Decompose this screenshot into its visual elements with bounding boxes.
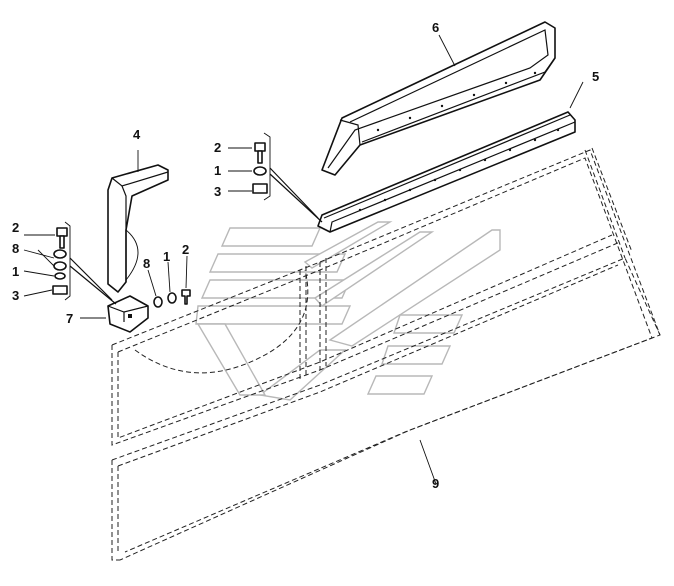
part-7-clip bbox=[107, 295, 149, 333]
callout-1-left: 1 bbox=[12, 264, 19, 279]
callout-8-left: 8 bbox=[12, 241, 19, 256]
hardware-row-middle bbox=[153, 289, 191, 308]
part-5-holes bbox=[358, 128, 560, 212]
leader-lines bbox=[23, 34, 584, 485]
callout-labels: 6 5 4 2 1 3 2 8 1 3 8 1 2 7 9 bbox=[12, 20, 599, 491]
callout-2-upper: 2 bbox=[214, 140, 221, 155]
callout-8-middle: 8 bbox=[143, 256, 150, 271]
callout-2-left: 2 bbox=[12, 220, 19, 235]
hardware-stack-upper bbox=[252, 132, 323, 223]
callout-5: 5 bbox=[592, 69, 599, 84]
callout-3-upper: 3 bbox=[214, 184, 221, 199]
part-9-frame bbox=[111, 147, 661, 561]
callout-7: 7 bbox=[66, 311, 73, 326]
hardware-stack-left bbox=[52, 221, 117, 305]
callout-1-upper: 1 bbox=[214, 163, 221, 178]
callout-6: 6 bbox=[432, 20, 439, 35]
part-6-frame bbox=[321, 21, 556, 176]
callout-2-middle: 2 bbox=[182, 242, 189, 257]
part-6-holes bbox=[376, 71, 537, 132]
part-4-bracket bbox=[107, 164, 169, 293]
part-5-rail bbox=[317, 111, 576, 233]
callout-9: 9 bbox=[432, 476, 439, 491]
callout-3-left: 3 bbox=[12, 288, 19, 303]
callout-4: 4 bbox=[133, 127, 141, 142]
callout-1-middle: 1 bbox=[163, 249, 170, 264]
